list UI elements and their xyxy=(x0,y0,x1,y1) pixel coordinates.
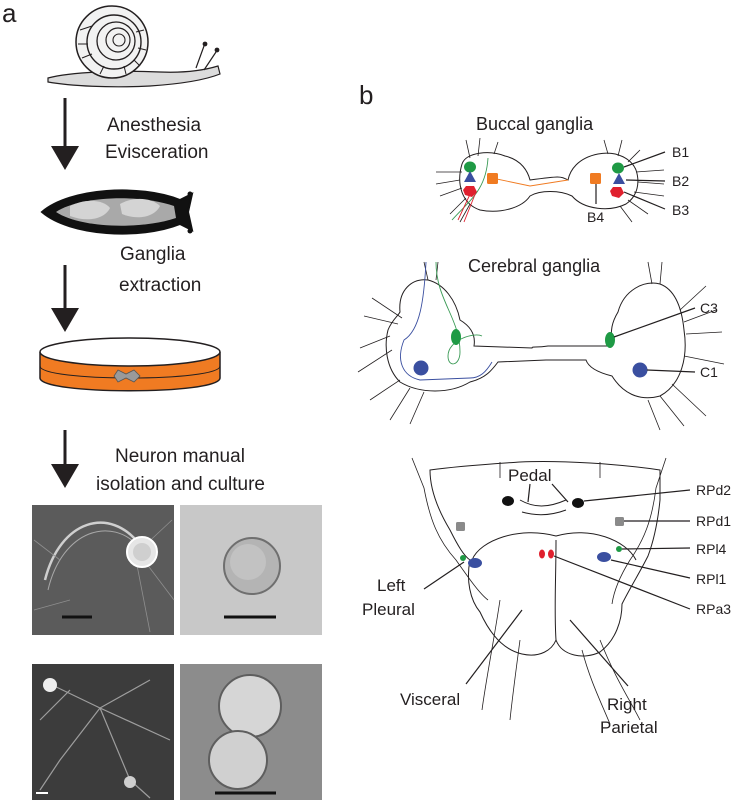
cerebral-neuron-c1-right xyxy=(632,362,648,378)
ring-neuron-rpl4-right xyxy=(616,546,622,552)
step-3-line-2: isolation and culture xyxy=(96,474,265,495)
buccal-ganglia-title: Buccal ganglia xyxy=(476,114,594,134)
ring-neuron-rpl1-right xyxy=(597,552,611,562)
panel-label-b: b xyxy=(359,80,373,110)
buccal-neuron-b4-left xyxy=(487,173,498,184)
step-1-line-2: Evisceration xyxy=(105,142,209,163)
buccal-neuron-b4-right xyxy=(590,173,601,184)
buccal-neurons xyxy=(463,161,625,198)
ring-label-right-parietal-1: Right xyxy=(607,695,647,714)
micrograph-bottom-left xyxy=(32,664,174,800)
buccal-label-b2: B2 xyxy=(672,173,689,189)
buccal-neuron-b3-right xyxy=(610,187,624,198)
ring-label-rpd1: RPd1 xyxy=(696,513,731,529)
ring-neuron-rpl4-left xyxy=(460,555,466,561)
ring-neuron-rpl1-left xyxy=(468,558,482,568)
cerebral-ganglia-outline xyxy=(357,261,725,431)
cerebral-neuron-c3-right xyxy=(605,332,615,348)
arrow-1 xyxy=(51,98,79,170)
cerebral-label-c1: C1 xyxy=(700,364,718,380)
buccal-label-b1: B1 xyxy=(672,144,689,160)
buccal-neuron-b3-left xyxy=(463,186,477,197)
micrograph-bottom-right xyxy=(180,664,322,800)
snail-illustration xyxy=(47,5,221,88)
ring-label-rpd2: RPd2 xyxy=(696,482,731,498)
ring-label-rpl4: RPl4 xyxy=(696,541,727,557)
ring-label-pedal: Pedal xyxy=(508,466,551,485)
buccal-label-b4: B4 xyxy=(587,209,604,225)
cerebral-neuron-c1-left xyxy=(413,360,429,376)
petri-dish xyxy=(39,337,221,392)
panel-label-a: a xyxy=(2,0,17,28)
step-2-line-2: extraction xyxy=(119,275,201,296)
arrow-2 xyxy=(51,265,79,332)
ring-label-visceral: Visceral xyxy=(400,690,460,709)
buccal-ganglia-outline xyxy=(435,137,665,223)
buccal-neuron-b1-right xyxy=(612,162,624,174)
step-1-line-1: Anesthesia xyxy=(107,115,201,136)
buccal-neuron-b2-left xyxy=(464,171,476,182)
step-2-line-1: Ganglia xyxy=(120,244,186,265)
buccal-neuron-b2-right xyxy=(613,173,625,184)
eviscerated-snail xyxy=(40,189,194,235)
ring-label-left-pleural-2: Pleural xyxy=(362,600,415,619)
cerebral-label-c3: C3 xyxy=(700,300,718,316)
ring-label-right-parietal-2: Parietal xyxy=(600,718,658,737)
ring-neurons xyxy=(456,496,624,568)
ring-neuron-rpd1-left xyxy=(456,522,465,531)
cerebral-neuron-c3-left xyxy=(451,329,461,345)
step-3-line-1: Neuron manual xyxy=(115,446,245,467)
buccal-label-b3: B3 xyxy=(672,202,689,218)
cerebral-ganglia-title: Cerebral ganglia xyxy=(468,256,601,276)
ring-neuron-rpa3-left xyxy=(539,549,545,559)
arrow-3 xyxy=(51,430,79,488)
ring-label-rpl1: RPl1 xyxy=(696,571,727,587)
ring-label-left-pleural-1: Left xyxy=(377,576,406,595)
suboesophageal-ring-outline xyxy=(411,457,667,725)
ring-neuron-rpd1-right xyxy=(615,517,624,526)
micrograph-top-right xyxy=(180,505,322,635)
ring-neuron-rpa3-right xyxy=(548,549,554,559)
ring-label-rpa3: RPa3 xyxy=(696,601,731,617)
ring-neuron-rpd2-left xyxy=(502,496,514,506)
ring-neuron-rpd2-right xyxy=(572,498,584,508)
cerebral-neurons xyxy=(413,329,648,378)
buccal-neuron-b1-left xyxy=(464,161,476,173)
micrograph-top-left xyxy=(32,505,175,635)
